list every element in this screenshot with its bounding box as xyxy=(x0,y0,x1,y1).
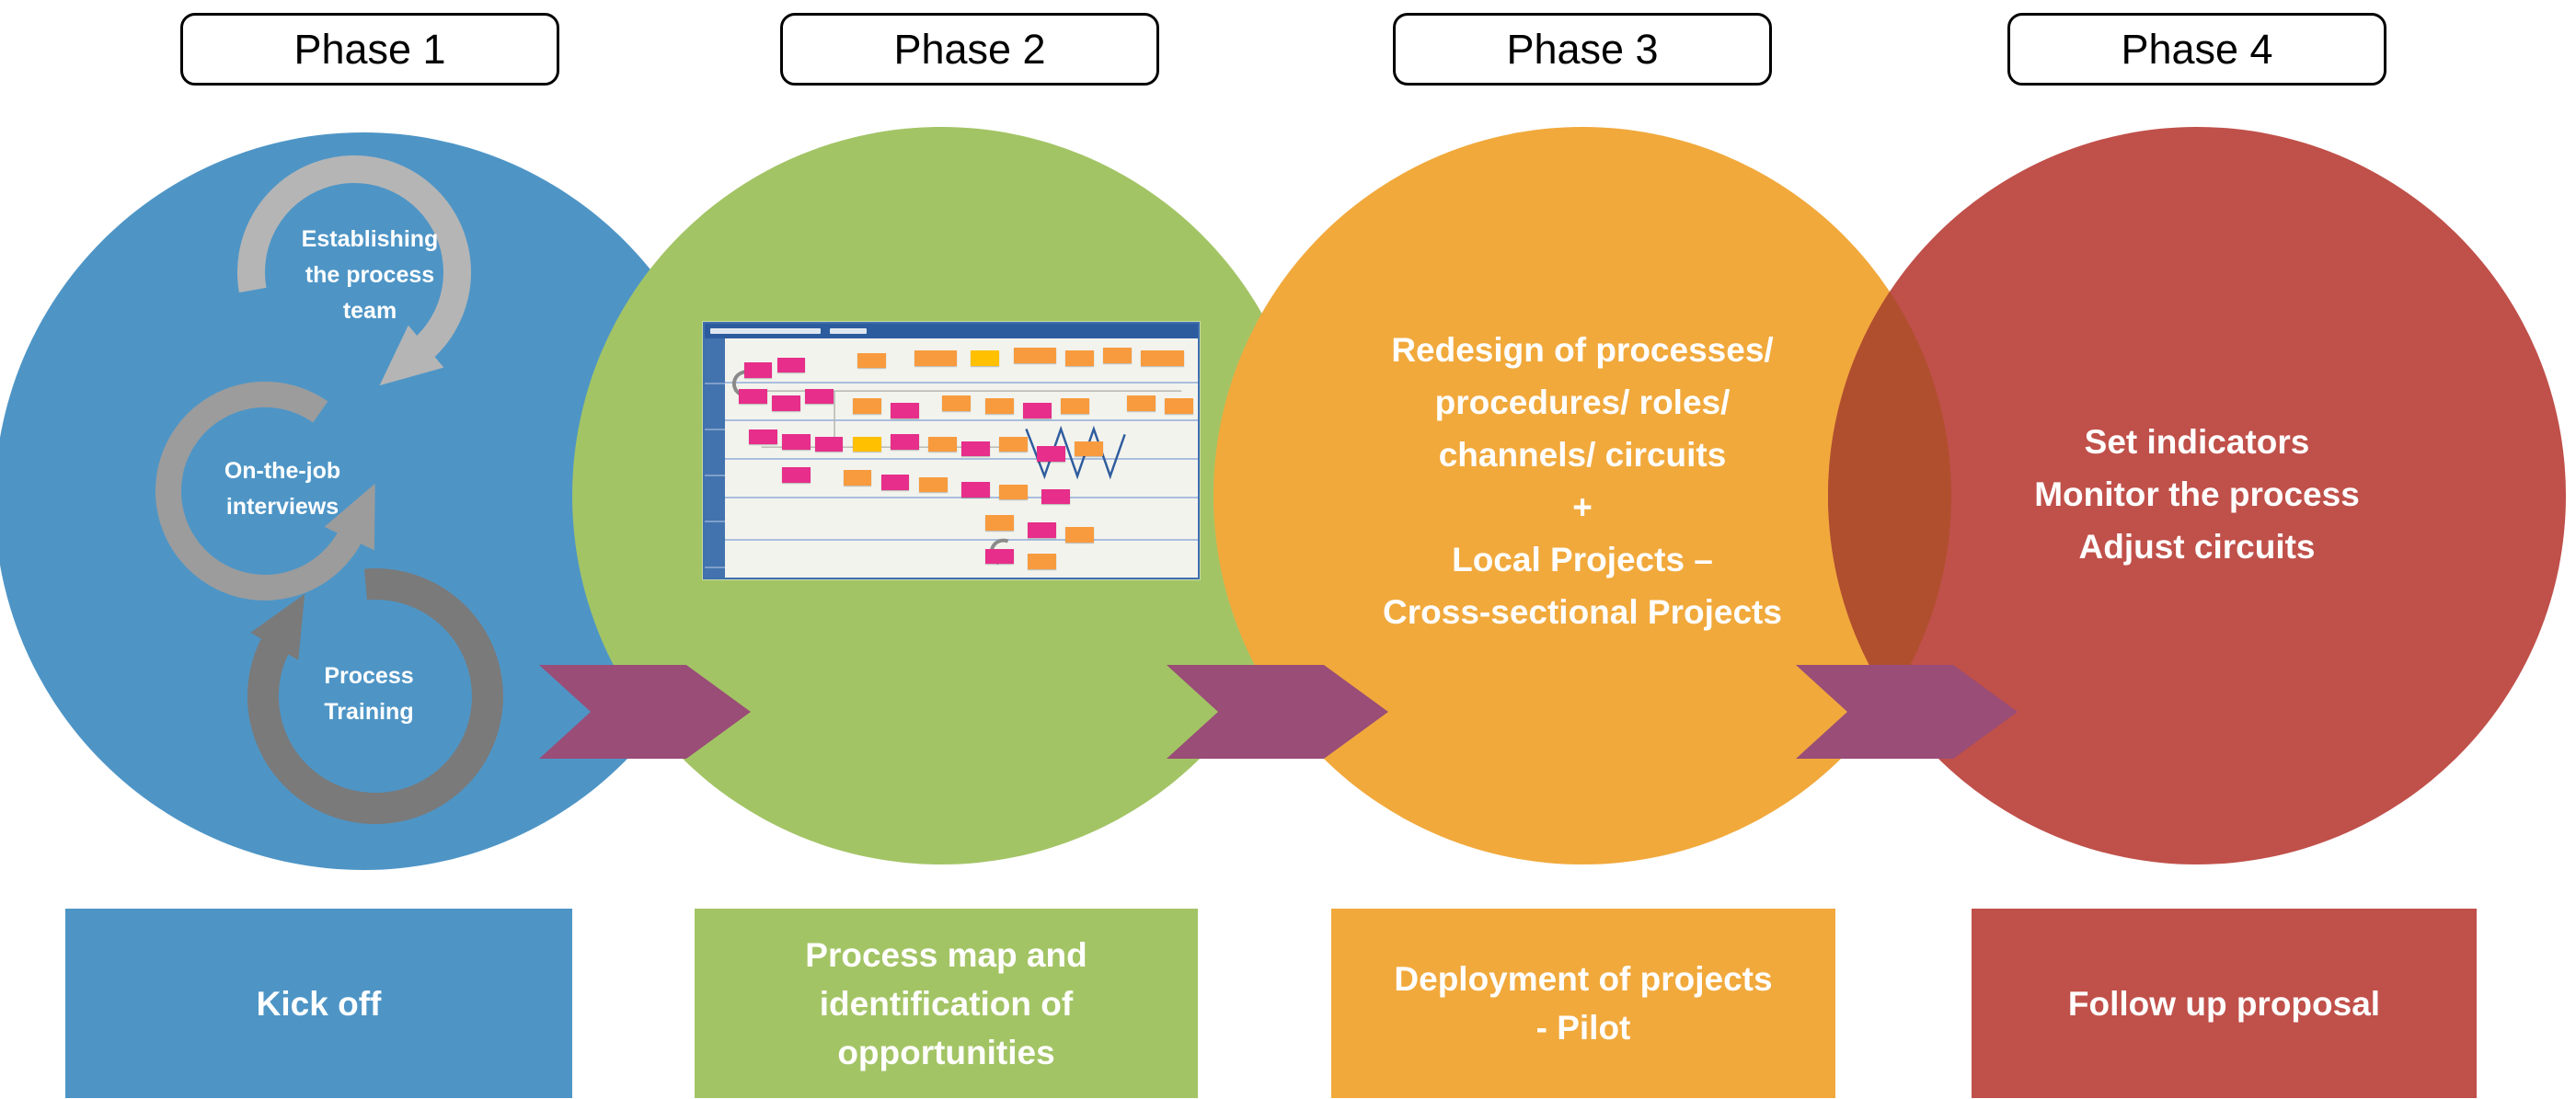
sticky-note xyxy=(918,476,948,493)
phase-3-text-line: Redesign of processes/ xyxy=(1391,331,1774,369)
sticky-note xyxy=(772,395,801,412)
sticky-note xyxy=(1022,403,1052,418)
phase-3-text-line: channels/ circuits xyxy=(1438,436,1727,474)
phase-3-description: Redesign of processes/ procedures/ roles… xyxy=(1260,324,1904,638)
sticky-note xyxy=(999,436,1028,452)
sticky-note xyxy=(852,398,881,414)
bottom-box-text-line: - Pilot xyxy=(1535,1009,1631,1047)
process-map-content xyxy=(725,338,1198,578)
phase-1-label: Phase 1 xyxy=(180,13,559,86)
chevron-arrow-1 xyxy=(539,665,751,759)
phase-3-label: Phase 3 xyxy=(1393,13,1772,86)
sticky-note xyxy=(739,388,768,405)
phase-4-circle xyxy=(1828,127,2566,864)
sticky-note xyxy=(1165,398,1193,414)
phase-4-description: Set indicators Monitor the process Adjus… xyxy=(1875,416,2519,573)
sticky-note xyxy=(1065,527,1094,544)
process-map-lane-labels xyxy=(705,338,725,578)
process-map-box: Process map and identification of opport… xyxy=(695,909,1198,1098)
phase-4-text-line: Adjust circuits xyxy=(2078,528,2316,566)
sticky-notes-layer xyxy=(725,338,1198,578)
follow-up-box: Follow up proposal xyxy=(1972,909,2477,1098)
sticky-note xyxy=(890,434,919,450)
sticky-note xyxy=(1013,348,1056,364)
sticky-note xyxy=(1027,554,1056,569)
bottom-box-text-line: opportunities xyxy=(837,1033,1055,1071)
swim-lane-line xyxy=(725,458,1198,460)
deployment-box: Deployment of projects - Pilot xyxy=(1331,909,1835,1098)
phase-3-text-line: + xyxy=(1572,488,1593,526)
sticky-note xyxy=(852,436,881,452)
sticky-note xyxy=(814,436,844,452)
phase-3-circle xyxy=(1213,127,1951,864)
chevron-arrow-2 xyxy=(1167,665,1388,759)
spiral-arrow-interviews xyxy=(155,381,375,601)
process-map-title-bar xyxy=(705,324,1198,338)
bottom-box-text-line: Deployment of projects xyxy=(1394,960,1773,998)
sticky-note xyxy=(971,350,1000,366)
sticky-note xyxy=(1027,522,1056,538)
phase-1-step-establishing: Establishing the process team xyxy=(301,226,439,324)
swim-lane-line xyxy=(725,381,1198,384)
bottom-box-text-line: Follow up proposal xyxy=(2067,984,2381,1023)
sticky-note xyxy=(984,548,1014,565)
sticky-note xyxy=(781,467,811,484)
phase-4-text-line: Set indicators xyxy=(2084,423,2310,461)
sticky-note xyxy=(857,352,886,369)
sticky-note xyxy=(1041,488,1071,505)
sticky-note xyxy=(1037,446,1066,462)
spiral-arrow-establishing xyxy=(237,155,471,386)
sticky-note xyxy=(1141,350,1184,366)
sticky-note xyxy=(1060,398,1089,414)
spiral-arrow-training xyxy=(247,568,503,825)
phase-3-text-line: Local Projects – xyxy=(1452,541,1713,578)
phase-4-text-line: Monitor the process xyxy=(2034,475,2360,513)
zigzag-line xyxy=(1025,425,1126,480)
kick-off-box: Kick off xyxy=(65,909,572,1098)
bottom-box-text-line: Kick off xyxy=(256,984,382,1023)
chevron-arrow-3 xyxy=(1796,665,2018,759)
phase-3-text-line: Cross-sectional Projects xyxy=(1383,593,1782,631)
sticky-note xyxy=(914,350,957,366)
bottom-box-text-line: Process map and xyxy=(805,935,1087,974)
phase-1-step-interviews: On-the-job interviews xyxy=(224,458,341,520)
sticky-note xyxy=(1103,348,1133,364)
sticky-note xyxy=(805,388,834,405)
sticky-note xyxy=(984,515,1014,532)
phase-2-label: Phase 2 xyxy=(780,13,1159,86)
map-title-text xyxy=(830,328,867,334)
swim-lane-line xyxy=(725,419,1198,422)
sticky-note xyxy=(748,429,777,445)
swim-lane-line xyxy=(725,539,1198,542)
phase-1-step-training: Process Training xyxy=(324,663,414,725)
sticky-note xyxy=(776,357,806,373)
sticky-note xyxy=(843,470,872,486)
sticky-note xyxy=(1065,350,1094,366)
sticky-note xyxy=(961,482,990,498)
sticky-note xyxy=(743,362,773,378)
sticky-note xyxy=(890,403,919,418)
phase-3-text-line: procedures/ roles/ xyxy=(1434,384,1731,421)
process-map-image xyxy=(703,322,1200,579)
bottom-box-text-line: identification of xyxy=(819,984,1074,1023)
map-title-text xyxy=(710,328,821,334)
sticky-note xyxy=(942,395,972,412)
sticky-note xyxy=(999,484,1028,500)
sticky-note xyxy=(928,436,957,452)
sticky-note xyxy=(880,475,910,490)
sticky-note xyxy=(984,398,1014,414)
sticky-note xyxy=(961,441,990,457)
phase-4-label: Phase 4 xyxy=(2007,13,2386,86)
sticky-note xyxy=(781,434,811,450)
sticky-note xyxy=(1126,395,1156,412)
sticky-note xyxy=(1075,441,1104,457)
